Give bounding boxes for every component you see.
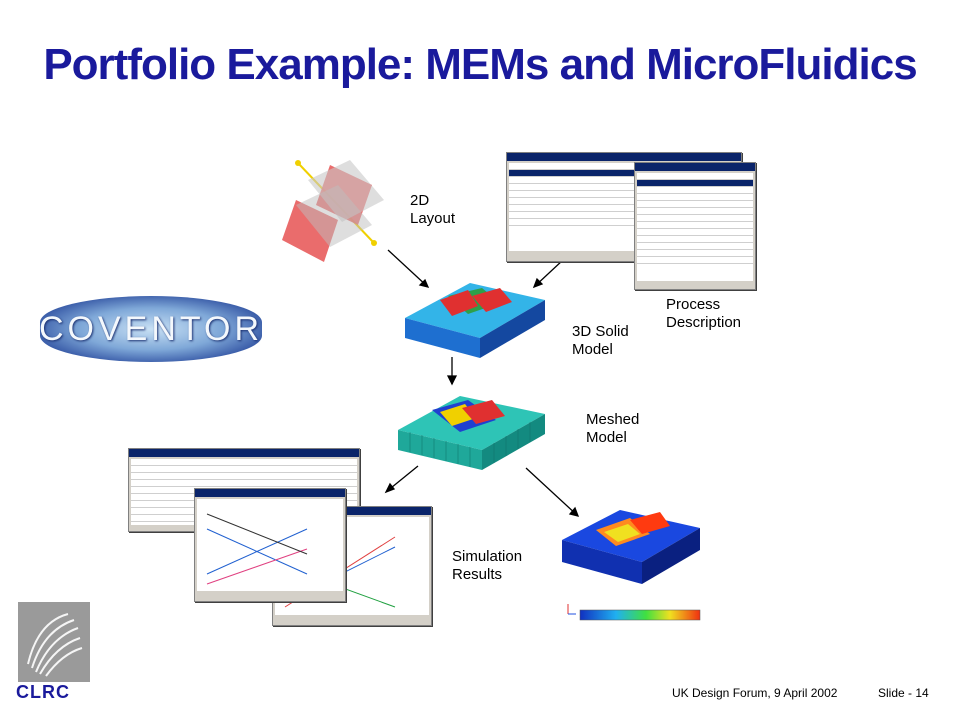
results-plot-window-front	[194, 488, 346, 602]
label-meshed-line2: Model	[586, 429, 627, 446]
coventor-logo-text: COVENTOR	[38, 309, 264, 348]
label-meshed-line1: Meshed	[586, 411, 640, 428]
flow-arrows	[384, 245, 580, 517]
label-solid-line2: Model	[572, 341, 613, 358]
label-sim-line2: Results	[452, 566, 503, 583]
slide-title: Portfolio Example: MEMs and MicroFluidic…	[43, 40, 917, 89]
clrc-logo-emblem	[18, 602, 90, 682]
label-process-line2: Description	[666, 314, 742, 331]
label-meshed-model: Meshed Model	[586, 411, 639, 447]
label-process-description: Process Description	[666, 296, 741, 332]
layout-2d-shapes	[282, 160, 384, 262]
label-process-line1: Process	[666, 296, 721, 313]
label-sim-line1: Simulation	[452, 548, 523, 565]
solid-model-3d	[405, 283, 545, 358]
label-2d-layout: 2D Layout	[410, 192, 455, 228]
label-solid-line1: 3D Solid	[572, 323, 629, 340]
footer-event: UK Design Forum, 9 April 2002	[672, 686, 838, 700]
clrc-logo-text: CLRC	[16, 682, 70, 702]
label-3d-solid-model: 3D Solid Model	[572, 323, 629, 359]
footer-slide-number: Slide - 14	[878, 686, 929, 700]
color-legend-bar	[567, 604, 701, 621]
label-2d-layout-line1: 2D	[410, 192, 430, 209]
result-model-3d	[562, 510, 700, 584]
label-simulation-results: Simulation Results	[452, 548, 522, 584]
material-properties-window	[634, 162, 756, 290]
coventor-logo: COVENTOR	[38, 296, 264, 362]
meshed-model-3d	[398, 396, 545, 470]
label-2d-layout-line2: Layout	[410, 210, 456, 227]
